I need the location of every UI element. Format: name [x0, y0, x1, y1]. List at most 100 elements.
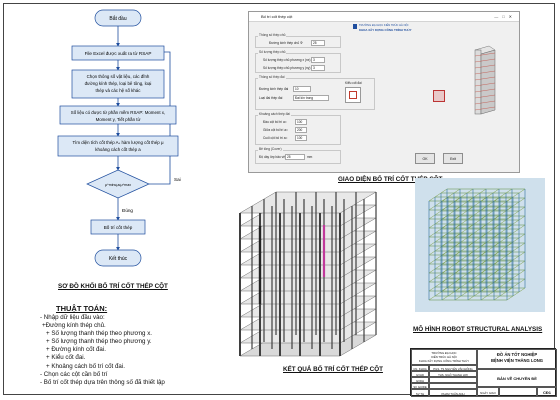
flow-decision: [86, 169, 150, 199]
count-x-label: Số lượng thép chủ phương x (nx): [263, 58, 311, 62]
beam: [493, 251, 513, 265]
beam: [467, 197, 487, 211]
dialog-logo: [353, 24, 357, 29]
beam: [428, 260, 448, 274]
algorithm-line: + Số lượng thanh thép theo phương x.: [46, 330, 153, 338]
beam: [454, 233, 474, 247]
row-key: GVDH: [411, 377, 429, 383]
date-label: NGÀY GIAO: [477, 387, 499, 397]
beam: [467, 215, 487, 229]
result-caption: KẾT QUẢ BỐ TRÍ CỐT THÉP CỘT: [283, 366, 383, 373]
spacing-mid-label: Giữa cột bố trí a=: [263, 128, 288, 132]
ok-button[interactable]: OK: [415, 153, 435, 164]
row-key: SV GUIDE: [411, 383, 429, 389]
beam: [480, 287, 500, 301]
beam: [441, 197, 461, 211]
beam: [506, 197, 526, 211]
flow-step-place-label: Bố trí cốt thép: [104, 225, 133, 230]
dialog-caption: GIAO DIỆN BỐ TRÍ CỐT THÉP CỘT: [338, 176, 443, 183]
beam: [480, 278, 500, 292]
beam: [493, 233, 513, 247]
stirrup-type-box-label: Kiểu cốt đai: [345, 81, 362, 85]
flow-step-area-line1: Tìm diện tích cốt thép Aₛ hàm lượng cốt …: [72, 140, 163, 145]
flow-end: [94, 249, 142, 267]
cover-unit: mm: [307, 155, 313, 159]
beam: [454, 242, 474, 256]
row-value: [429, 377, 477, 383]
algorithm-line: - Nhập dữ liệu đầu vào:: [40, 314, 105, 321]
beam: [506, 278, 526, 292]
beam: [467, 224, 487, 238]
stirrup-diameter-label: Đường kính thép đai: [259, 87, 289, 91]
group-bar-count: Số lượng thép chủ: [255, 50, 341, 73]
stirrup-diameter-select[interactable]: 10: [293, 86, 311, 92]
beam: [441, 251, 461, 265]
beam: [480, 260, 500, 274]
beam: [480, 251, 500, 265]
dialog-title: Bố trí cốt thép cột: [261, 14, 293, 19]
beam: [454, 251, 474, 265]
spacing-top-label: Đầu cột bố trí a=: [263, 120, 287, 124]
beam: [493, 188, 513, 202]
beam: [428, 251, 448, 265]
window-controls-icon[interactable]: —□✕: [494, 14, 516, 19]
count-x-input[interactable]: 3: [311, 57, 325, 63]
beam: [506, 215, 526, 229]
row-value: THS. NGÔ THANH HỢI: [429, 371, 477, 377]
beam: [493, 278, 513, 292]
beam: [467, 260, 487, 274]
beam: [506, 242, 526, 256]
beam: [428, 197, 448, 211]
beam: [506, 206, 526, 220]
main-bar-diameter-select[interactable]: 25: [311, 40, 325, 46]
beam: [480, 197, 500, 211]
beam: [454, 269, 474, 283]
beam: [467, 233, 487, 247]
beam: [441, 260, 461, 274]
beam: [467, 206, 487, 220]
flow-step-area-line2: khoảng cách cốt thép a: [95, 147, 141, 152]
drawing-sheet: [3, 3, 555, 395]
beam: [454, 224, 474, 238]
stirrup-type-preview: [345, 87, 361, 103]
robot-caption: MÔ HÌNH ROBOT STRUCTURAL ANALYSIS: [413, 326, 543, 333]
algorithm-line: + Đường kính cốt đai.: [46, 346, 106, 354]
count-y-input[interactable]: 3: [311, 65, 325, 71]
spacing-top-input[interactable]: 100: [295, 119, 307, 125]
beam: [428, 242, 448, 256]
beam: [441, 224, 461, 238]
algorithm-line: + Khoảng cách bố trí cốt đai.: [46, 362, 125, 370]
stirrup-type-select[interactable]: Đai kín trong: [293, 95, 329, 101]
flow-step-area: [57, 135, 179, 157]
flow-step-materials-line2: đường kính thép, loại bê tông, loại: [85, 81, 152, 86]
beam: [428, 206, 448, 220]
cover-input[interactable]: 25: [285, 154, 305, 160]
row-key: SV TH: [411, 389, 429, 397]
main-bar-diameter-label: Đường kính thép chủ Φ: [269, 41, 303, 45]
spacing-bottom-label: Cuối cột bố trí a=: [263, 136, 288, 140]
count-y-label: Số lượng thép chủ phương y (ny): [263, 66, 311, 70]
beam: [454, 260, 474, 274]
beam: [493, 206, 513, 220]
column-section-preview: [433, 90, 445, 102]
group-spacing: Khoảng cách thép đai: [255, 112, 341, 145]
beam: [506, 188, 526, 202]
exit-button[interactable]: Exit: [443, 153, 463, 164]
group-bar-count-title: Số lượng thép chủ: [258, 50, 287, 54]
row-key: CN. KHOA: [411, 365, 429, 371]
spacing-bottom-input[interactable]: 100: [295, 135, 307, 141]
flowchart-caption: SƠ ĐỒ KHỐI BỐ TRÍ CỐT THÉP CỘT: [58, 283, 168, 290]
beam: [493, 224, 513, 238]
beam: [506, 260, 526, 274]
flow-step-excel: [71, 45, 165, 61]
beam: [506, 269, 526, 283]
beam: [441, 278, 461, 292]
cover-label: Độ dày lớp bảo vệ: [259, 155, 286, 159]
beam: [493, 197, 513, 211]
beam: [428, 215, 448, 229]
beam: [428, 269, 448, 283]
beam: [480, 206, 500, 220]
spacing-mid-input[interactable]: 200: [295, 127, 307, 133]
